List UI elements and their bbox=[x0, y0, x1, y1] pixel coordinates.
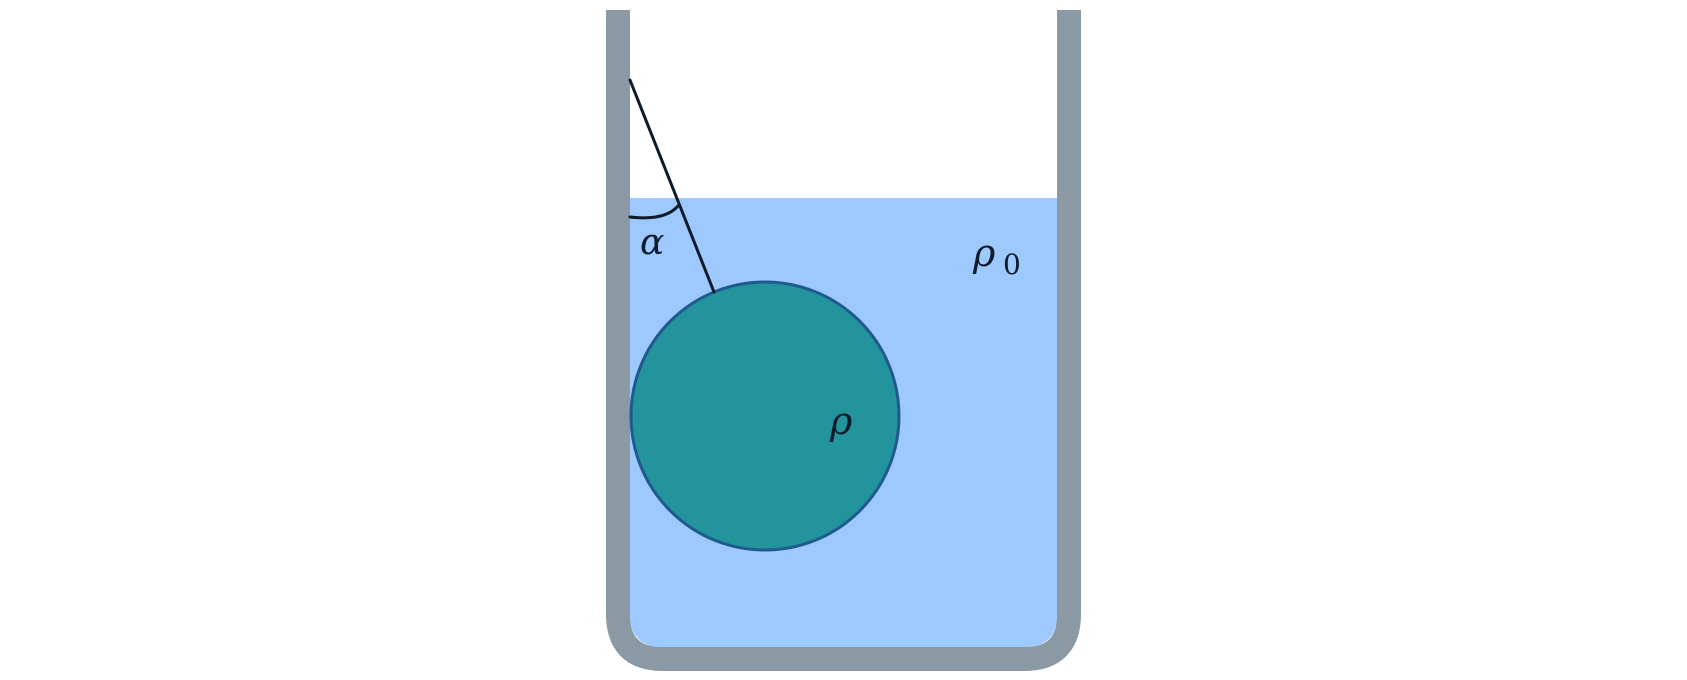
sphere-density-label: ρ bbox=[829, 399, 853, 443]
liquid-density-label: ρ 0 bbox=[972, 231, 1021, 281]
string bbox=[628, 78, 716, 294]
angle-label: α bbox=[640, 222, 664, 263]
liquid-density-subscript: 0 bbox=[1003, 248, 1021, 281]
container bbox=[606, 10, 1081, 671]
liquid-density-symbol: ρ bbox=[972, 231, 996, 275]
angle-arc bbox=[628, 204, 680, 220]
sphere bbox=[629, 280, 901, 552]
